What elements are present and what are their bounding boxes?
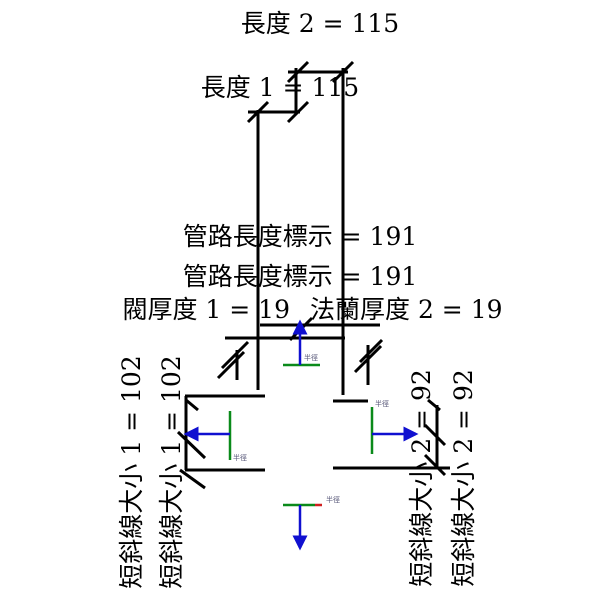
dim-slash-size2-ghost: 短斜線大小 2 = 92	[407, 369, 436, 587]
tick	[286, 100, 310, 124]
dim-flange-thickness: 法蘭厚度 2 = 19	[310, 295, 503, 324]
tick	[423, 423, 447, 447]
radius-label: 半徑	[304, 353, 318, 362]
dim-pipe-length: 管路長度標示 = 191	[183, 262, 418, 291]
radius-label: 半徑	[326, 495, 340, 504]
dim-pipe-length-ghost: 管路長度標示 = 191	[183, 222, 418, 251]
axis-markers	[183, 319, 419, 551]
tick	[220, 340, 250, 370]
radius-label: 半徑	[233, 453, 247, 462]
tick	[185, 398, 199, 412]
dim-slash-size1: 短斜線大小 1 = 102	[157, 355, 186, 588]
dim-valve-thickness: 閥厚度 1 = 19	[122, 295, 290, 324]
tick	[358, 338, 384, 364]
tick	[176, 430, 207, 460]
tick	[331, 60, 355, 84]
tick	[286, 60, 310, 84]
radius-label: 半徑	[375, 399, 389, 408]
tick	[423, 453, 447, 477]
dim-length2: 長度 2 = 115	[241, 9, 399, 38]
tick	[179, 468, 206, 490]
tick	[246, 100, 270, 124]
tick	[216, 350, 246, 380]
dim-length1: 長度 1 = 115	[201, 73, 359, 102]
tick	[427, 398, 441, 412]
dim-slash-size2: 短斜線大小 2 = 92	[449, 369, 478, 587]
dim-slash-size1-ghost: 短斜線大小 1 = 102	[117, 355, 146, 588]
